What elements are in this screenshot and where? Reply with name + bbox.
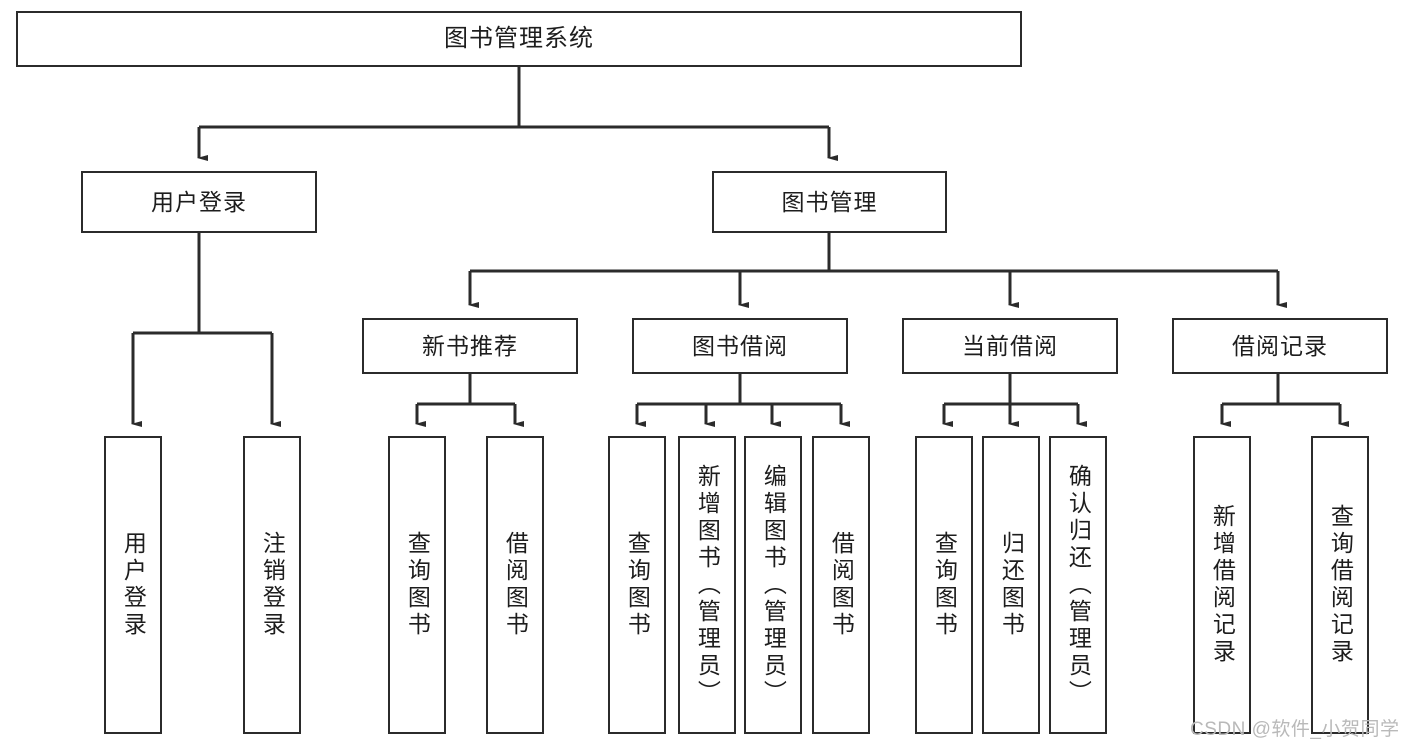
node-leaf-edit-book-label: 编辑图书（管理员） bbox=[760, 463, 787, 707]
node-leaf-borrow-book-1-label: 借阅图书 bbox=[502, 531, 529, 639]
node-user-login[interactable]: 用户登录 bbox=[81, 171, 317, 233]
node-leaf-return-book[interactable]: 归还图书 bbox=[982, 436, 1040, 734]
node-borrow-record-label: 借阅记录 bbox=[1232, 332, 1328, 359]
node-current-borrow-label: 当前借阅 bbox=[962, 332, 1058, 359]
node-leaf-user-logout-label: 注销登录 bbox=[259, 531, 286, 639]
node-leaf-confirm-return[interactable]: 确认归还（管理员） bbox=[1049, 436, 1107, 734]
node-leaf-add-book-label: 新增图书（管理员） bbox=[694, 463, 721, 707]
node-book-borrow-label: 图书借阅 bbox=[692, 332, 788, 359]
node-leaf-return-book-label: 归还图书 bbox=[998, 531, 1025, 639]
node-borrow-record[interactable]: 借阅记录 bbox=[1172, 318, 1388, 374]
node-leaf-user-login-label: 用户登录 bbox=[120, 531, 147, 639]
node-root[interactable]: 图书管理系统 bbox=[16, 11, 1022, 67]
node-leaf-query-record[interactable]: 查询借阅记录 bbox=[1311, 436, 1369, 734]
node-book-borrow[interactable]: 图书借阅 bbox=[632, 318, 848, 374]
node-user-login-label: 用户登录 bbox=[151, 188, 247, 215]
node-book-manage[interactable]: 图书管理 bbox=[712, 171, 947, 233]
node-leaf-user-login[interactable]: 用户登录 bbox=[104, 436, 162, 734]
node-leaf-add-book[interactable]: 新增图书（管理员） bbox=[678, 436, 736, 734]
node-leaf-borrow-book-1[interactable]: 借阅图书 bbox=[486, 436, 544, 734]
node-leaf-user-logout[interactable]: 注销登录 bbox=[243, 436, 301, 734]
node-root-label: 图书管理系统 bbox=[444, 25, 594, 52]
node-leaf-add-record-label: 新增借阅记录 bbox=[1209, 504, 1236, 666]
node-leaf-query-book-2[interactable]: 查询图书 bbox=[608, 436, 666, 734]
node-leaf-query-book-1[interactable]: 查询图书 bbox=[388, 436, 446, 734]
node-current-borrow[interactable]: 当前借阅 bbox=[902, 318, 1118, 374]
csdn-watermark: CSDN @软件_小贺同学 bbox=[1190, 719, 1400, 740]
node-new-book-rec-label: 新书推荐 bbox=[422, 332, 518, 359]
node-leaf-query-book-2-label: 查询图书 bbox=[624, 531, 651, 639]
node-leaf-query-book-3-label: 查询图书 bbox=[931, 531, 958, 639]
node-leaf-query-book-1-label: 查询图书 bbox=[404, 531, 431, 639]
node-new-book-rec[interactable]: 新书推荐 bbox=[362, 318, 578, 374]
node-leaf-add-record[interactable]: 新增借阅记录 bbox=[1193, 436, 1251, 734]
node-leaf-edit-book[interactable]: 编辑图书（管理员） bbox=[744, 436, 802, 734]
node-book-manage-label: 图书管理 bbox=[781, 188, 878, 215]
node-leaf-borrow-book-2-label: 借阅图书 bbox=[828, 531, 855, 639]
node-leaf-query-record-label: 查询借阅记录 bbox=[1327, 504, 1354, 666]
node-leaf-borrow-book-2[interactable]: 借阅图书 bbox=[812, 436, 870, 734]
node-leaf-query-book-3[interactable]: 查询图书 bbox=[915, 436, 973, 734]
node-leaf-confirm-return-label: 确认归还（管理员） bbox=[1065, 463, 1092, 707]
